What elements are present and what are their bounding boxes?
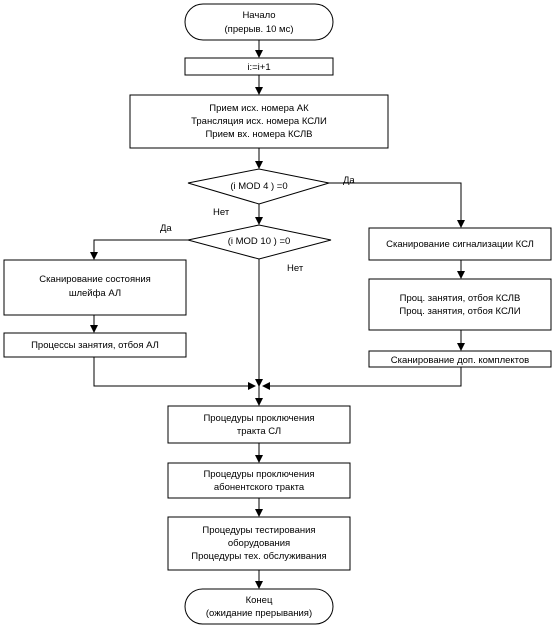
- arrowhead: [255, 87, 263, 95]
- connect-sub-line2: абонентского тракта: [214, 482, 305, 493]
- testing-line3: Процедуры тех. обслуживания: [191, 551, 326, 562]
- mod4-no-label: Нет: [213, 207, 230, 218]
- scan-loop-box: Сканирование состояния шлейфа АЛ: [3, 259, 187, 316]
- connect-sl-line1: Процедуры проключения: [203, 413, 314, 424]
- decision-mod10-text: (i MOD 10 ) =0: [228, 236, 291, 247]
- arrowhead: [255, 509, 263, 517]
- arrowhead: [457, 220, 465, 228]
- arrowheads: [90, 50, 465, 589]
- arrowhead: [255, 161, 263, 169]
- start-terminal: Начало (прерыв. 10 мс): [184, 3, 334, 41]
- end-line1: Конец: [246, 595, 273, 606]
- al-processes-box-final: Процессы занятия, отбоя АЛ: [3, 332, 187, 358]
- connect-sub-line1: Процедуры проключения: [203, 469, 314, 480]
- scan-extra-text: Сканирование доп. комплектов: [391, 355, 529, 366]
- connectors: [93, 40, 462, 581]
- connect-sub-box: Процедуры проключения абонентского тракт…: [167, 462, 351, 499]
- scan-loop-line1: Сканирование состояния: [39, 274, 151, 285]
- testing-line1: Процедуры тестирования: [202, 525, 315, 536]
- arrowhead: [255, 50, 263, 58]
- arrowhead: [457, 271, 465, 279]
- connector-mod4-yes: [329, 182, 462, 220]
- scan-ksl-box: Сканирование сигнализации КСЛ: [368, 227, 552, 261]
- translation-line3: Прием вх. номера КСЛВ: [205, 129, 312, 140]
- translation-line1: Прием исх. номера АК: [209, 103, 309, 114]
- testing-line2: оборудования: [228, 538, 290, 549]
- al-processes-text: Процессы занятия, отбоя АЛ: [31, 340, 159, 351]
- arrowhead: [255, 379, 263, 387]
- proc-ksl-box: Проц. занятия, отбоя КСЛВ Проц. занятия,…: [368, 278, 552, 331]
- connector-scanextra-merge: [270, 367, 462, 387]
- translation-line2: Трансляция исх. номера КСЛИ: [191, 116, 327, 127]
- decision-mod4: (i MOD 4 ) =0: [187, 168, 330, 205]
- increment-box: i:=i+1: [184, 57, 334, 76]
- end-terminal: Конец (ожидание прерывания): [184, 588, 334, 625]
- increment-text: i:=i+1: [247, 62, 270, 73]
- arrowhead: [90, 252, 98, 260]
- arrowhead: [262, 382, 270, 390]
- proc-ksl-line1: Проц. занятия, отбоя КСЛВ: [400, 293, 521, 304]
- mod4-yes-label: Да: [343, 175, 355, 186]
- end-line2: (ожидание прерывания): [206, 608, 312, 619]
- arrowhead: [255, 581, 263, 589]
- proc-ksl-line2: Проц. занятия, отбоя КСЛИ: [399, 306, 520, 317]
- start-line1: Начало: [242, 10, 275, 21]
- scan-extra-box: Сканирование доп. комплектов: [368, 350, 552, 368]
- start-line2: (прерыв. 10 мс): [225, 24, 294, 35]
- mod10-yes-label: Да: [160, 223, 172, 234]
- decision-mod10: (i MOD 10 ) =0: [187, 224, 332, 260]
- arrowhead: [255, 217, 263, 225]
- arrowhead: [90, 325, 98, 333]
- mod10-no-label: Нет: [287, 263, 304, 274]
- translation-box: Прием исх. номера АК Трансляция исх. ном…: [129, 94, 389, 149]
- arrowhead: [255, 455, 263, 463]
- connector-mod10-yes: [93, 239, 188, 252]
- arrowhead: [248, 382, 256, 390]
- connect-sl-line2: тракта СЛ: [237, 426, 281, 437]
- scan-loop-line2: шлейфа АЛ: [69, 288, 121, 299]
- connect-sl-box: Процедуры проключения тракта СЛ: [167, 405, 351, 444]
- scan-ksl-text: Сканирование сигнализации КСЛ: [386, 239, 534, 250]
- arrowhead: [255, 398, 263, 406]
- decision-mod4-text: (i MOD 4 ) =0: [230, 181, 287, 192]
- testing-box: Процедуры тестирования оборудования Проц…: [167, 516, 351, 571]
- arrowhead: [457, 343, 465, 351]
